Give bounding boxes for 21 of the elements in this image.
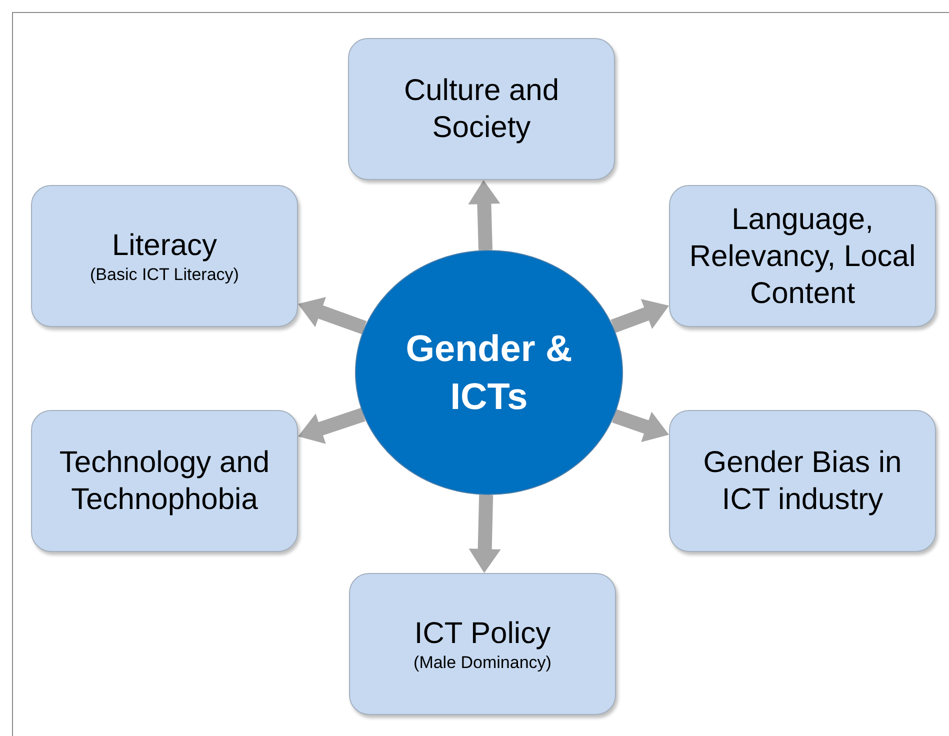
- arrow: [610, 299, 669, 333]
- arrow: [468, 180, 500, 250]
- arrow: [468, 494, 501, 573]
- topic-title: Literacy: [110, 228, 218, 264]
- center-title: Gender & ICTs: [404, 326, 574, 418]
- arrow: [298, 297, 367, 334]
- topic-box: [669, 185, 936, 327]
- topic-title: Technology and Technophobia: [58, 445, 271, 518]
- topic-title: ICT Policy: [413, 616, 552, 652]
- topic-box: [348, 38, 615, 180]
- topic-subtitle: (Basic ICT Literacy): [89, 264, 240, 286]
- arrow: [612, 409, 669, 442]
- topic-box: [31, 410, 298, 552]
- topic-title: Culture and Society: [402, 73, 560, 146]
- topic-box: [349, 573, 616, 715]
- arrow: [298, 408, 366, 444]
- topic-title: Gender Bias in ICT industry: [702, 445, 903, 518]
- topic-subtitle: (Male Dominancy): [412, 652, 552, 674]
- topic-title: Language, Relevancy, Local Content: [688, 202, 917, 312]
- topic-box: [669, 410, 936, 552]
- topic-box: [31, 185, 298, 327]
